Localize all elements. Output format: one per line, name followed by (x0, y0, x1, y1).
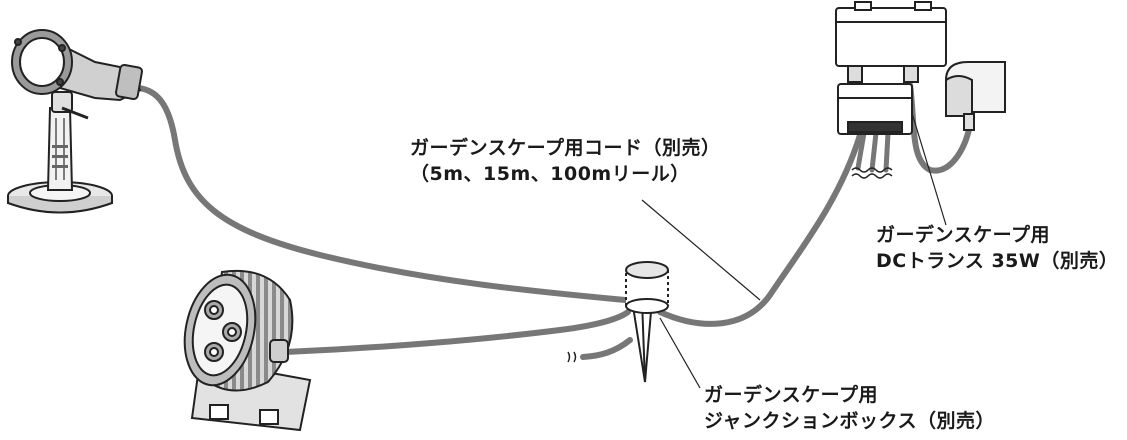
cable-spotlight-top (135, 85, 628, 303)
label-junction-box: ガーデンスケープ用 ジャンクションボックス（別売） (704, 382, 995, 434)
label-junction-box-line2: ジャンクションボックス（別売） (704, 410, 995, 432)
label-transformer-line2: DCトランス 35W（別売） (876, 250, 1119, 272)
label-cord-line2: （5m、15m、100mリール） (410, 163, 690, 185)
label-cord-line1: ガーデンスケープ用コード（別売） (410, 137, 721, 159)
label-transformer: ガーデンスケープ用 DCトランス 35W（別売） (876, 222, 1118, 274)
cable-spotlight-bottom (282, 309, 631, 355)
spotlight-top-left (7, 29, 143, 214)
cut-cable-ends (855, 130, 891, 173)
cable-stub (580, 337, 633, 360)
outlet-plug (945, 61, 1006, 131)
dc-transformer (835, 1, 947, 135)
label-cord: ガーデンスケープ用コード（別売） （5m、15m、100mリール） (410, 135, 720, 187)
spotlight-bottom-left (183, 269, 312, 432)
cable-junction-to-transformer (657, 132, 863, 327)
junction-box (625, 261, 669, 383)
wavy-break-marks (567, 167, 893, 363)
label-transformer-line1: ガーデンスケープ用 (876, 224, 1050, 246)
label-junction-box-line1: ガーデンスケープ用 (704, 384, 878, 406)
